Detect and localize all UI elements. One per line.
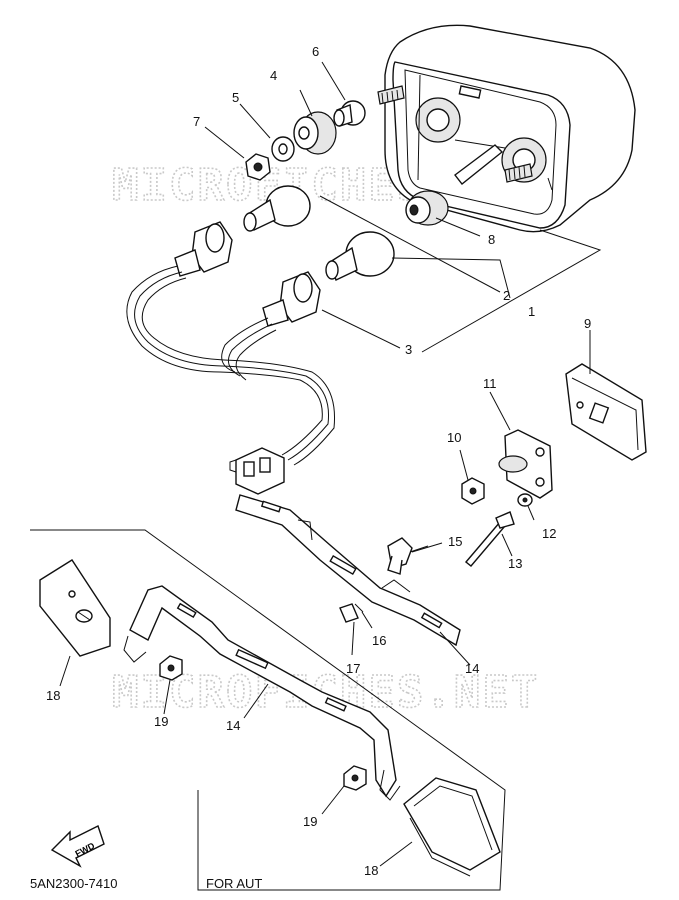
- fwd-arrow-icon: FWD: [50, 825, 105, 868]
- tail-light-housing: [377, 24, 636, 233]
- label-part-19-lower: 19: [303, 814, 317, 829]
- part-4-grommet: [293, 111, 337, 155]
- diagram-code: 5AN2300-7410: [30, 876, 117, 891]
- label-part-14-inset: 14: [226, 718, 240, 733]
- label-part-2: 2: [503, 288, 510, 303]
- label-part-10: 10: [447, 430, 461, 445]
- label-part-7: 7: [193, 114, 200, 129]
- connector: [229, 447, 285, 495]
- part-16-clip: [354, 603, 364, 613]
- label-part-3: 3: [405, 342, 412, 357]
- label-part-14-upper: 14: [465, 661, 479, 676]
- label-part-15: 15: [448, 534, 462, 549]
- label-part-18-lower: 18: [364, 863, 378, 878]
- part-9-reflector: [565, 363, 647, 461]
- label-part-9: 9: [584, 316, 591, 331]
- part-8-grommet: [405, 190, 449, 226]
- label-part-19-upper: 19: [154, 714, 168, 729]
- part-6-collar: [333, 100, 366, 127]
- bracket-14-upper: [235, 494, 461, 647]
- socket-lower: [262, 271, 321, 327]
- label-part-1: 1: [528, 304, 535, 319]
- bulb-3: [325, 231, 395, 281]
- label-part-17: 17: [346, 661, 360, 676]
- bulb-2: [243, 185, 311, 232]
- label-part-5: 5: [232, 90, 239, 105]
- part-18-reflector-lower: [403, 777, 501, 877]
- label-part-8: 8: [488, 232, 495, 247]
- part-18-reflector-upper: [39, 559, 111, 657]
- part-19-nut-upper: [159, 655, 183, 681]
- label-part-16: 16: [372, 633, 386, 648]
- label-part-13: 13: [508, 556, 522, 571]
- bracket-14-inset: [123, 585, 401, 801]
- part-5-washer: [271, 136, 295, 162]
- label-part-6: 6: [312, 44, 319, 59]
- label-part-18-upper: 18: [46, 688, 60, 703]
- part-19-nut-lower: [343, 765, 367, 791]
- leader-lines: [59, 61, 602, 867]
- wire-harness: [126, 265, 336, 466]
- label-part-12: 12: [542, 526, 556, 541]
- part-15-screw: [387, 537, 429, 575]
- label-part-4: 4: [270, 68, 277, 83]
- part-10-nut: [461, 477, 485, 505]
- part-11-bracket: [498, 429, 553, 499]
- inset-divider: [197, 790, 199, 890]
- socket-upper: [174, 221, 233, 277]
- label-part-11: 11: [483, 376, 497, 391]
- part-7-nut: [245, 153, 271, 181]
- part-13-bolt: [464, 511, 515, 567]
- part-17-nut: [339, 603, 359, 623]
- part-12-washer: [517, 493, 533, 507]
- inset-caption: FOR AUT: [206, 876, 262, 891]
